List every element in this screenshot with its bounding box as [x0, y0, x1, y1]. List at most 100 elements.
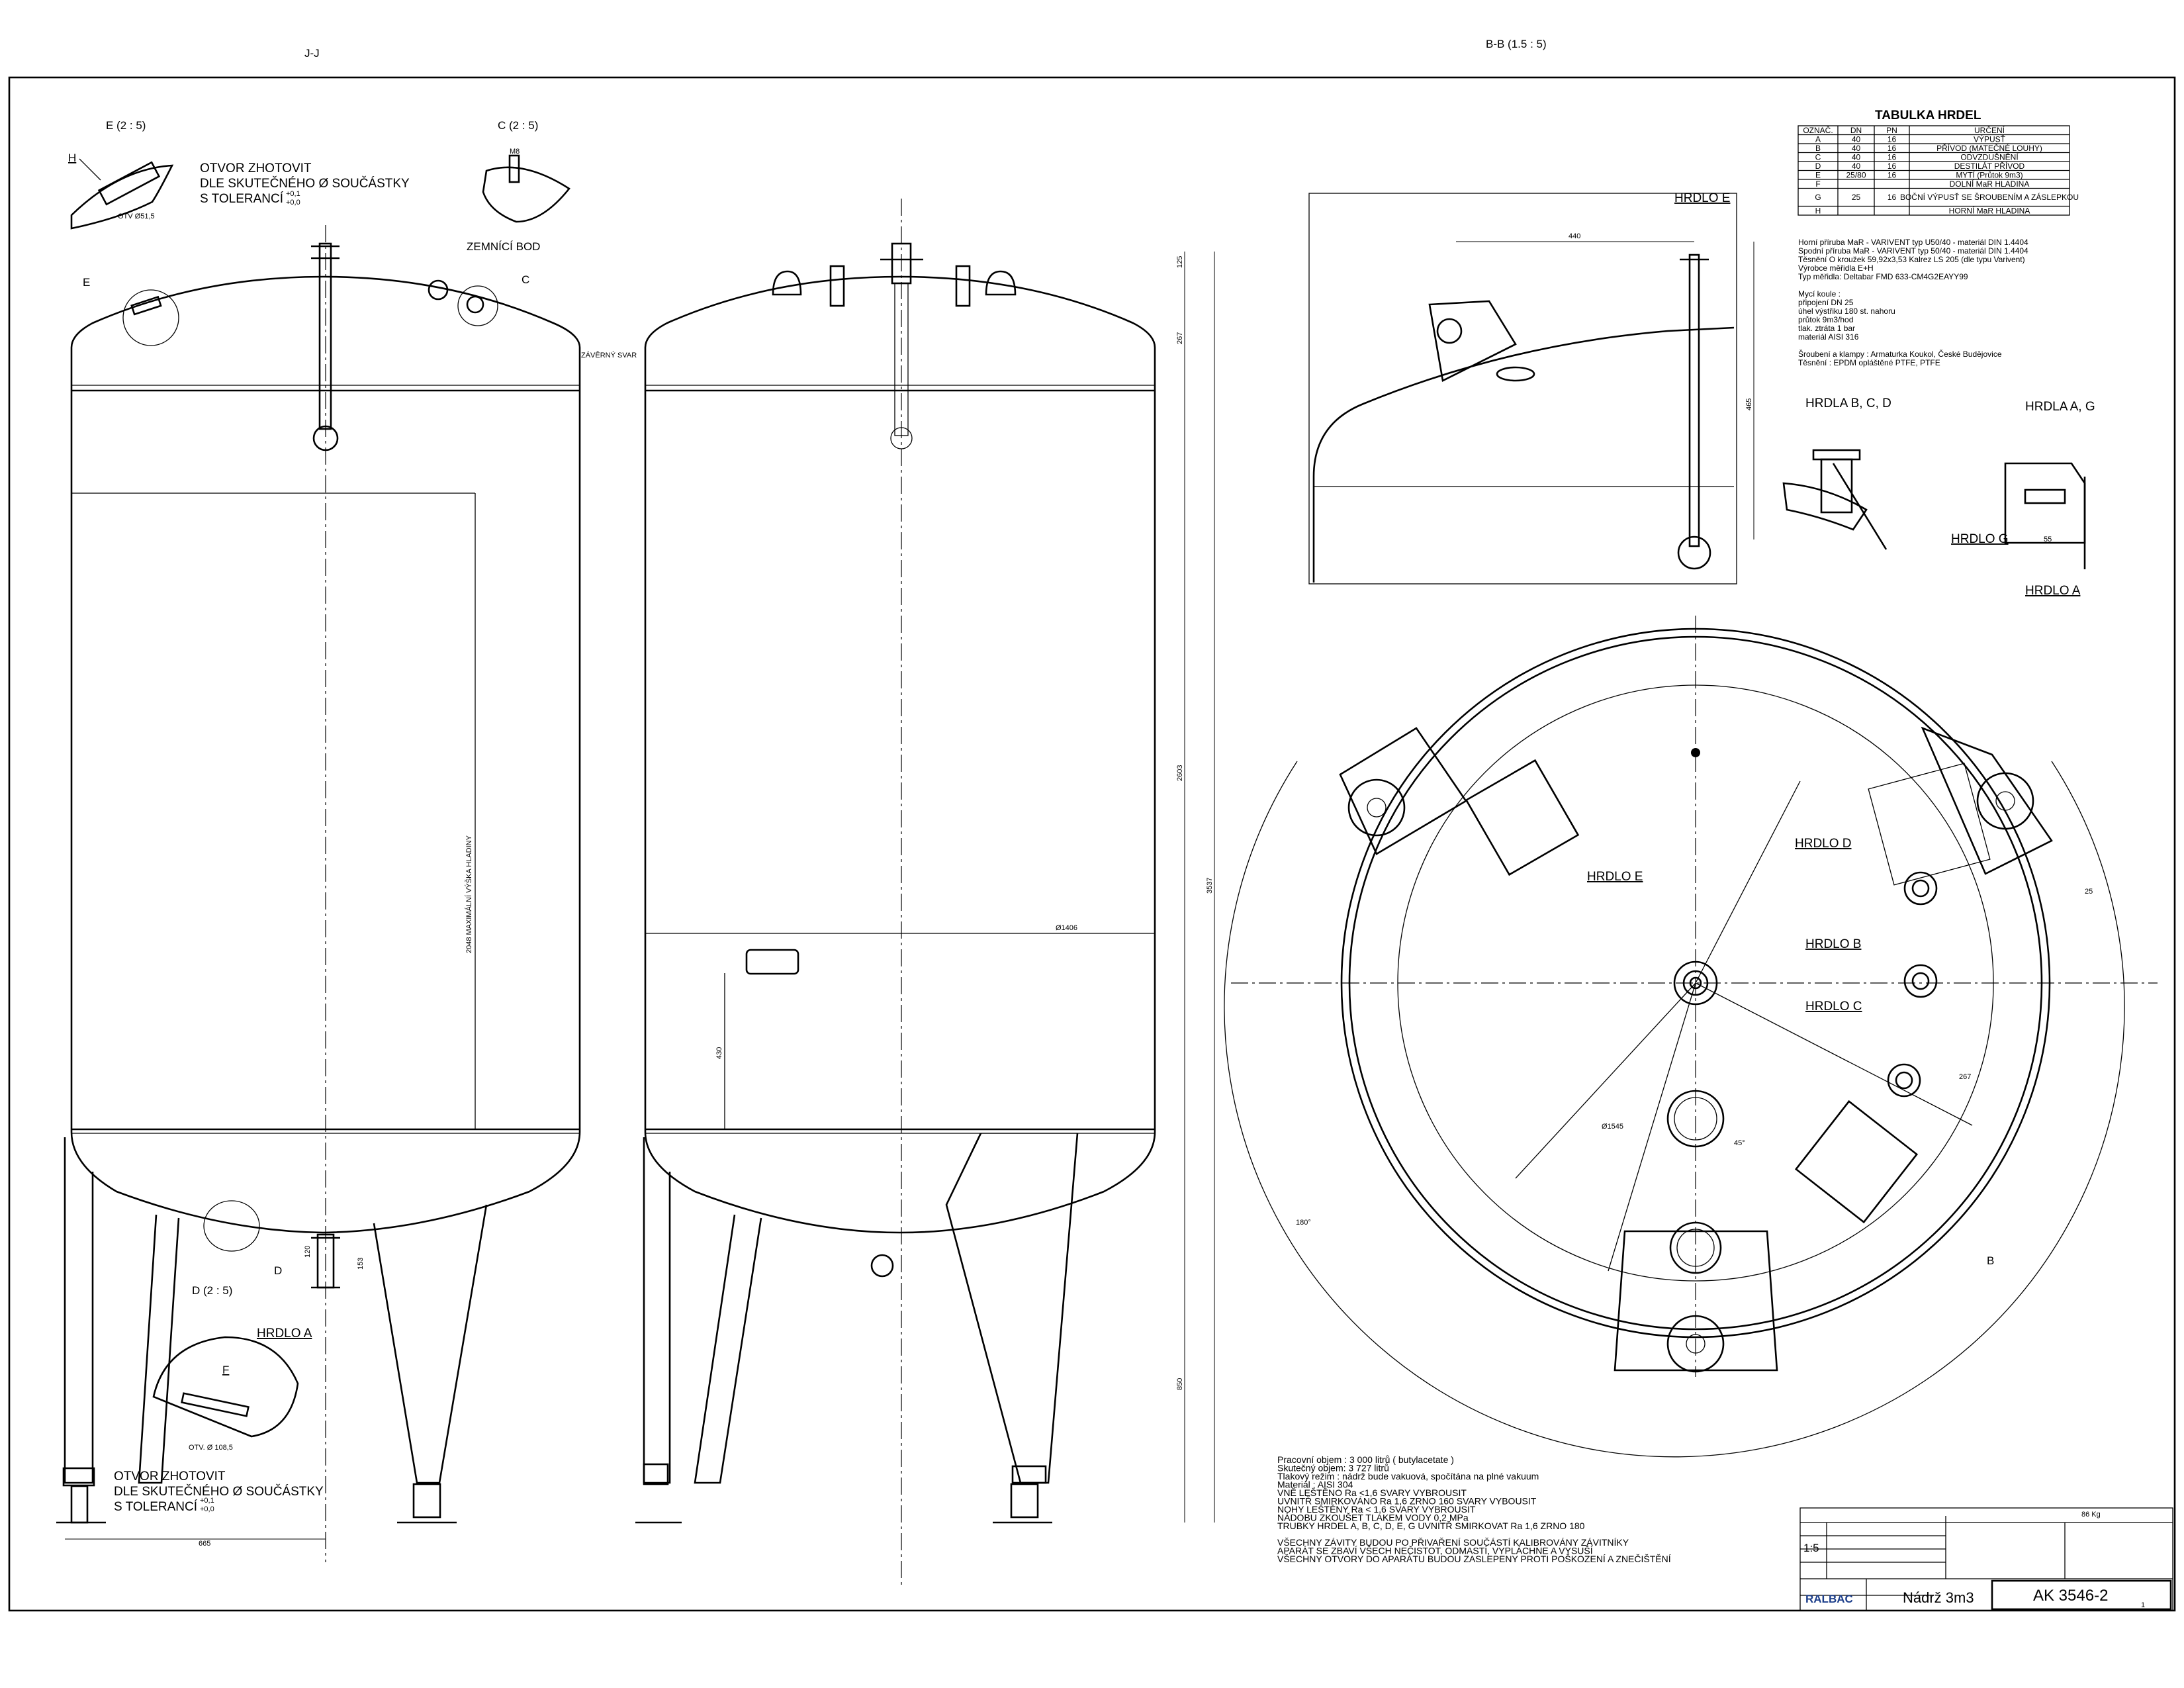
general-note-line: Pracovní objem : 3 000 litrů ( butylacet… — [1277, 1454, 1454, 1465]
tol-upper-1: +0,1 — [286, 190, 300, 198]
general-notes: Pracovní objem : 3 000 litrů ( butylacet… — [1277, 1454, 1671, 1564]
title-company: RALBAC — [1805, 1593, 1853, 1605]
nozzle-table-cell: VÝPUSŤ — [1974, 134, 2006, 144]
tol-lower-1: +0,0 — [286, 199, 300, 207]
dim-430: 430 — [715, 1047, 723, 1059]
nozzle-table-cell: 25/80 — [1846, 170, 1866, 179]
nozzle-table-cell: A — [1815, 134, 1821, 144]
detail-d — [152, 1336, 299, 1438]
detail-e-hole: OTV Ø51,5 — [118, 212, 155, 220]
general-note-line: Tlakový režim : nádrž bude vakuová, spoč… — [1277, 1471, 1539, 1481]
general-note-line: VNĚ LEŠTĚNO Ra <1,6 SVARY VYBROUSIT — [1277, 1487, 1467, 1498]
dim-153: 153 — [357, 1258, 365, 1270]
spec-line: tlak. ztráta 1 bar — [1798, 324, 1855, 333]
dim-1406: Ø1406 — [1056, 924, 1077, 932]
opening-note-1b: DLE SKUTEČNÉHO Ø SOUČÁSTKY — [200, 176, 410, 191]
title-number: AK 3546-2 — [2033, 1587, 2108, 1605]
spec-line: úhel výstřiku 180 st. nahoru — [1798, 306, 1895, 316]
hrdla-bcd-title: HRDLA B, C, D — [1805, 397, 1891, 410]
opening-note-2c: S TOLERANCÍ — [114, 1500, 198, 1514]
nozzle-table-cell: G — [1815, 193, 1821, 202]
opening-note-2a: OTVOR ZHOTOVIT — [114, 1470, 226, 1483]
dim-45: 45° — [1734, 1139, 1745, 1147]
callout-section-b: B — [1987, 1254, 1994, 1267]
nozzle-table-cell: E — [1815, 170, 1821, 179]
nozzle-table-cell: 25 — [1852, 193, 1861, 202]
dim-125: 125 — [1176, 256, 1184, 268]
spec-line: materiál AISI 316 — [1798, 332, 1859, 342]
detail-c-title: C (2 : 5) — [498, 119, 538, 132]
nozzle-table-cell: 16 — [1888, 144, 1897, 153]
nozzle-table-cell: H — [1815, 206, 1821, 215]
general-note-line: NOHY LEŠTĚNY Ra < 1,6 SVARY VYBROUSIT — [1277, 1504, 1476, 1515]
nozzle-table-cell: DESTILÁT PŘÍVOD — [1954, 161, 2025, 171]
general-note-line: Skutečný objem: 3 727 litrů — [1277, 1463, 1389, 1474]
section-bb-detail — [1308, 193, 1754, 585]
general-note-line: VŠECHNY OTVORY DO APARÁTU BUDOU ZASLEPEN… — [1277, 1554, 1671, 1564]
view-title-jj: J-J — [304, 47, 320, 60]
detail-d-hole: OTV. Ø 108,5 — [189, 1444, 233, 1452]
nozzle-table-title: TABULKA HRDEL — [1875, 109, 1981, 122]
opening-note-2b: DLE SKUTEČNÉHO Ø SOUČÁSTKY — [114, 1484, 324, 1499]
title-weight: 86 Kg — [2081, 1511, 2101, 1519]
title-scale: 1:5 — [1803, 1542, 1819, 1554]
general-note-line: NÁDOBU ZKOUŠET TLAKEM VODY 0,2 MPa — [1277, 1513, 1469, 1523]
tol-upper-2: +0,1 — [200, 1497, 214, 1505]
spec-line: Mycí koule : — [1798, 289, 1841, 299]
opening-note-1c: S TOLERANCÍ — [200, 192, 284, 206]
callout-hrdlo-b: HRDLO B — [1805, 937, 1861, 951]
nozzle-table-cell: ODVZDUŠNĚNÍ — [1960, 152, 2019, 162]
nozzle-table-cell: BOČNÍ VÝPUSŤ SE ŠROUBENÍM A ZÁSLEPKOU — [1900, 192, 2079, 202]
dim-267b: 267 — [1959, 1073, 1971, 1081]
spec-line: průtok 9m3/hod — [1798, 315, 1853, 324]
view-title-bb: B-B (1.5 : 5) — [1486, 38, 1547, 50]
dim-3537: 3537 — [1206, 878, 1214, 894]
spec-line: připojení DN 25 — [1798, 298, 1854, 307]
dim-267: 267 — [1176, 332, 1184, 344]
nozzle-table-cell: PŘÍVOD (MATEČNÉ LOUHY) — [1936, 143, 2042, 153]
callout-hrdlo-a-right: HRDLO A — [2025, 584, 2081, 598]
callout-c: C — [522, 273, 529, 286]
nozzle-table-cell: 16 — [1888, 162, 1897, 171]
spec-line: Horní příruba MaR - VARIVENT typ U50/40 … — [1798, 238, 2028, 247]
dim-465: 465 — [1745, 399, 1753, 410]
dim-850: 850 — [1176, 1378, 1184, 1390]
detail-e — [70, 158, 174, 230]
nozzle-table-cell: 40 — [1852, 134, 1861, 144]
callout-hrdlo-e-top: HRDLO E — [1674, 191, 1730, 205]
nozzle-table-header: URČENÍ — [1974, 125, 2005, 135]
nozzle-table-header: OZNAČ. — [1803, 125, 1833, 135]
nozzle-table-cell: 40 — [1852, 162, 1861, 171]
title-name: Nádrž 3m3 — [1903, 1589, 1974, 1606]
callout-e: E — [83, 276, 90, 289]
spec-line: Těsnění O kroužek 59,92x3,53 Kalrez LS 2… — [1798, 255, 2025, 264]
nozzle-detail-bcd — [1782, 449, 1888, 550]
sheet-border — [8, 76, 2176, 1612]
dim-25: 25 — [2085, 888, 2093, 896]
nozzle-table-cell: D — [1815, 162, 1821, 171]
nozzle-table-cell: HORNÍ MaR HLADINA — [1949, 205, 2030, 215]
callout-h: H — [68, 152, 76, 164]
callout-hrdlo-e-plan: HRDLO E — [1587, 870, 1643, 884]
detail-e-title: E (2 : 5) — [106, 119, 146, 132]
title-sheet: 1 — [2141, 1601, 2145, 1609]
dim-1545: Ø1545 — [1602, 1123, 1623, 1131]
earth-note: ZEMNÍCÍ BOD — [467, 240, 540, 253]
hrdla-ag-title: HRDLA A, G — [2025, 400, 2095, 414]
tank-side-view — [635, 199, 1215, 1589]
dim-55: 55 — [2044, 536, 2052, 543]
callout-f: F — [222, 1364, 229, 1376]
spec-line: Výrobce měřidla E+H — [1798, 263, 1874, 273]
plan-view — [1224, 616, 2158, 1458]
nozzle-table-cell: B — [1815, 144, 1821, 153]
tank-front-view — [56, 225, 581, 1562]
spec-line: Šroubení a klampy : Armaturka Koukol, Če… — [1798, 349, 2002, 359]
dim-665: 665 — [199, 1540, 210, 1548]
weld-note: ZÁVĚRNÝ SVAR — [581, 351, 637, 359]
nozzle-detail-ag — [2004, 462, 2086, 569]
dim-120: 120 — [304, 1246, 312, 1258]
nozzle-table-cell: 16 — [1888, 170, 1897, 179]
specification-lines: Horní příruba MaR - VARIVENT typ U50/40 … — [1798, 238, 2028, 367]
